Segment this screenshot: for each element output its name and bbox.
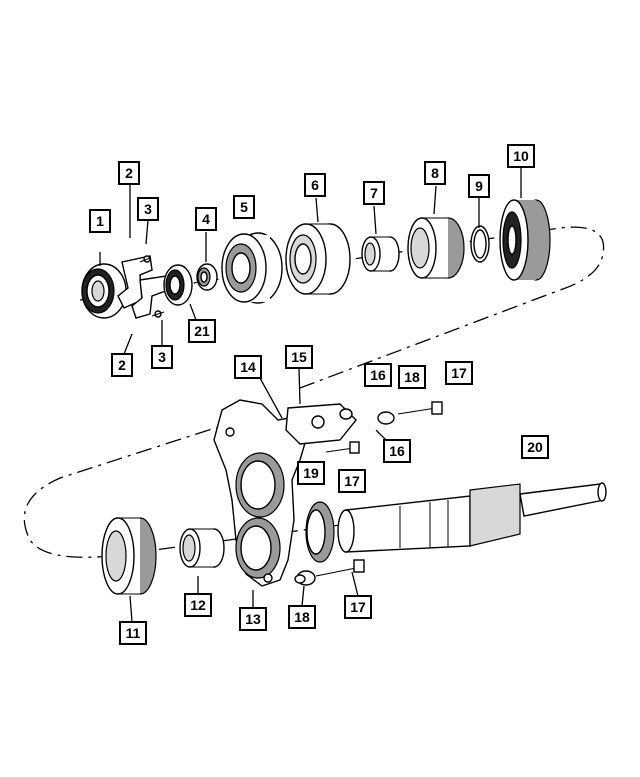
callout-2-upper-label: 2 — [125, 165, 133, 181]
callout-1-label: 1 — [96, 213, 104, 229]
callout-4-label: 4 — [202, 211, 210, 227]
callout-2-lower: 2 — [111, 353, 133, 377]
part-15-bracket — [285, 403, 357, 445]
part-17-bolts — [315, 401, 443, 577]
callout-2-upper: 2 — [118, 161, 140, 185]
callout-17-middle-label: 17 — [344, 473, 360, 489]
callout-7-label: 7 — [370, 185, 378, 201]
callout-14-label: 14 — [240, 359, 256, 375]
callout-20-label: 20 — [527, 439, 543, 455]
callout-16-upper: 16 — [364, 363, 392, 387]
callout-9-label: 9 — [475, 178, 483, 194]
callout-15-label: 15 — [291, 349, 307, 365]
part-12-sleeve — [179, 528, 225, 568]
callout-12-label: 12 — [190, 597, 206, 613]
callout-17-upper-label: 17 — [451, 365, 467, 381]
callout-4: 4 — [195, 207, 217, 231]
callout-18-lower-label: 18 — [294, 609, 310, 625]
callout-5: 5 — [233, 195, 255, 219]
callout-2-lower-label: 2 — [118, 357, 126, 373]
callout-3-lower: 3 — [151, 345, 173, 369]
callout-3-upper: 3 — [137, 197, 159, 221]
part-7-sleeve — [361, 236, 400, 272]
callout-18-upper: 18 — [398, 365, 426, 389]
callout-3-upper-label: 3 — [144, 201, 152, 217]
callout-17-lower-label: 17 — [350, 599, 366, 615]
callout-5-label: 5 — [240, 199, 248, 215]
callout-18-upper-label: 18 — [404, 369, 420, 385]
part-11-gear — [101, 517, 157, 595]
callout-6-label: 6 — [311, 177, 319, 193]
part-3-screws — [139, 257, 165, 317]
callout-10-label: 10 — [513, 148, 529, 164]
callout-6: 6 — [304, 173, 326, 197]
part-19-roller-bearing — [305, 501, 335, 563]
part-13-housing-plate — [213, 399, 311, 587]
callout-17-upper: 17 — [445, 361, 473, 385]
callout-16-upper-label: 16 — [370, 367, 386, 383]
part-21-bearing-ring — [163, 264, 193, 306]
callout-16-lower: 16 — [383, 439, 411, 463]
callout-21: 21 — [188, 319, 216, 343]
callout-15: 15 — [285, 345, 313, 369]
part-18-spacer — [294, 570, 316, 586]
part-6-bearing-cup — [285, 223, 351, 295]
callout-16-lower-label: 16 — [389, 443, 405, 459]
leader-lines — [99, 166, 522, 623]
callout-7: 7 — [363, 181, 385, 205]
callout-18-lower: 18 — [288, 605, 316, 629]
assembly-axis-lines — [23, 226, 605, 558]
part-10-gear-assembly — [499, 199, 551, 281]
callout-11: 11 — [119, 621, 147, 645]
part-5-large-bearing — [221, 232, 283, 304]
callout-19: 19 — [297, 461, 325, 485]
part-9-snap-ring — [470, 225, 490, 263]
callout-8: 8 — [424, 161, 446, 185]
callout-1: 1 — [89, 209, 111, 233]
callout-9: 9 — [468, 174, 490, 198]
callout-13: 13 — [239, 607, 267, 631]
callouts: 1 2 2 3 3 4 5 6 7 8 9 10 11 12 13 14 15 … — [89, 144, 549, 645]
callout-17-lower: 17 — [344, 595, 372, 619]
callout-14: 14 — [234, 355, 262, 379]
callout-21-label: 21 — [194, 323, 210, 339]
callout-17-middle: 17 — [338, 469, 366, 493]
callout-19-label: 19 — [303, 465, 319, 481]
part-20-main-shaft — [337, 482, 607, 553]
callout-8-label: 8 — [431, 165, 439, 181]
part-1-bearing — [81, 263, 127, 319]
callout-3-lower-label: 3 — [158, 349, 166, 365]
callout-12: 12 — [184, 593, 212, 617]
part-2-retainer-plate — [117, 255, 169, 319]
callout-13-label: 13 — [245, 611, 261, 627]
callout-10: 10 — [507, 144, 535, 168]
callout-11-label: 11 — [126, 625, 141, 641]
part-8-gear — [407, 217, 465, 279]
callout-20: 20 — [521, 435, 549, 459]
part-16-spacer — [339, 408, 395, 425]
part-4-small-bearing — [196, 263, 218, 291]
